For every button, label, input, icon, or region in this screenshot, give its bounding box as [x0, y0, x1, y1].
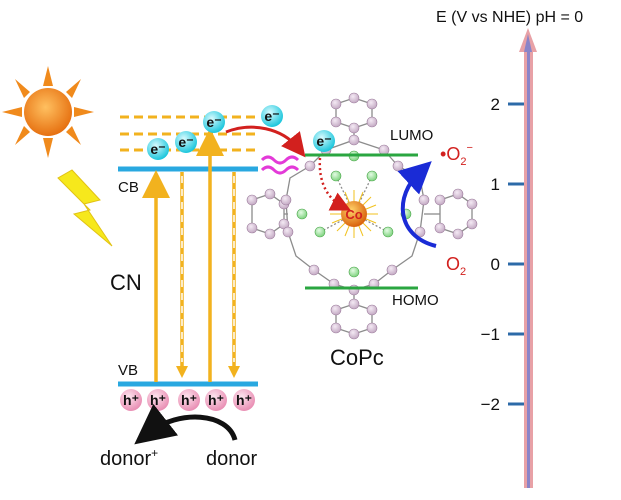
electron-label: e⁻ — [178, 134, 193, 150]
axis-tick-label: 0 — [491, 255, 500, 274]
lumo-electron — [313, 130, 335, 152]
axis-tick-label: −1 — [481, 325, 500, 344]
superoxide-label: •O2− — [440, 142, 473, 168]
copc-label: CoPc — [330, 345, 384, 370]
oxygen-label: O2 — [446, 254, 466, 278]
cn-label: CN — [110, 270, 142, 295]
electron-label: e⁻ — [206, 114, 221, 130]
cb-label: CB — [118, 179, 139, 196]
co-label: Co — [345, 207, 362, 222]
copc-molecule: Co — [246, 92, 478, 340]
hole-label: h⁺ — [123, 392, 139, 408]
hole-label: h⁺ — [150, 392, 166, 408]
donor-arrow — [134, 403, 238, 445]
lumo-electron-label: e⁻ — [316, 133, 331, 149]
hole-label: h⁺ — [236, 392, 252, 408]
lumo-label: LUMO — [390, 127, 433, 144]
donor-plus-label: donor+ — [100, 446, 158, 470]
cn-holes: h⁺ h⁺ h⁺ h⁺ h⁺ — [120, 389, 255, 411]
lumo-to-co-arrow — [318, 157, 351, 211]
excited-levels — [120, 115, 258, 152]
excitation-arrows — [142, 128, 224, 382]
electron-transfer-arrow — [225, 125, 306, 158]
donor-label: donor — [206, 448, 257, 470]
axis-tick-label: −2 — [481, 395, 500, 414]
cn-electrons: e⁻ e⁻ e⁻ — [147, 111, 225, 160]
potential-axis — [508, 28, 537, 488]
hole-label: h⁺ — [181, 392, 197, 408]
transfer-electron — [261, 105, 283, 127]
axis-title: E (V vs NHE) pH = 0 — [436, 9, 583, 26]
interface-wave-icon — [260, 155, 300, 175]
transfer-electron-label: e⁻ — [264, 108, 279, 124]
relaxation-arrows — [180, 172, 236, 370]
sun-icon — [2, 66, 94, 158]
lightning-icon — [57, 169, 113, 247]
hole-label: h⁺ — [208, 392, 224, 408]
oxygen-reduction-arrow — [397, 161, 437, 248]
vb-label: VB — [118, 362, 138, 379]
homo-label: HOMO — [392, 292, 439, 309]
axis-tick-label: 2 — [491, 95, 500, 114]
electron-label: e⁻ — [150, 141, 165, 157]
axis-tick-label: 1 — [491, 175, 500, 194]
